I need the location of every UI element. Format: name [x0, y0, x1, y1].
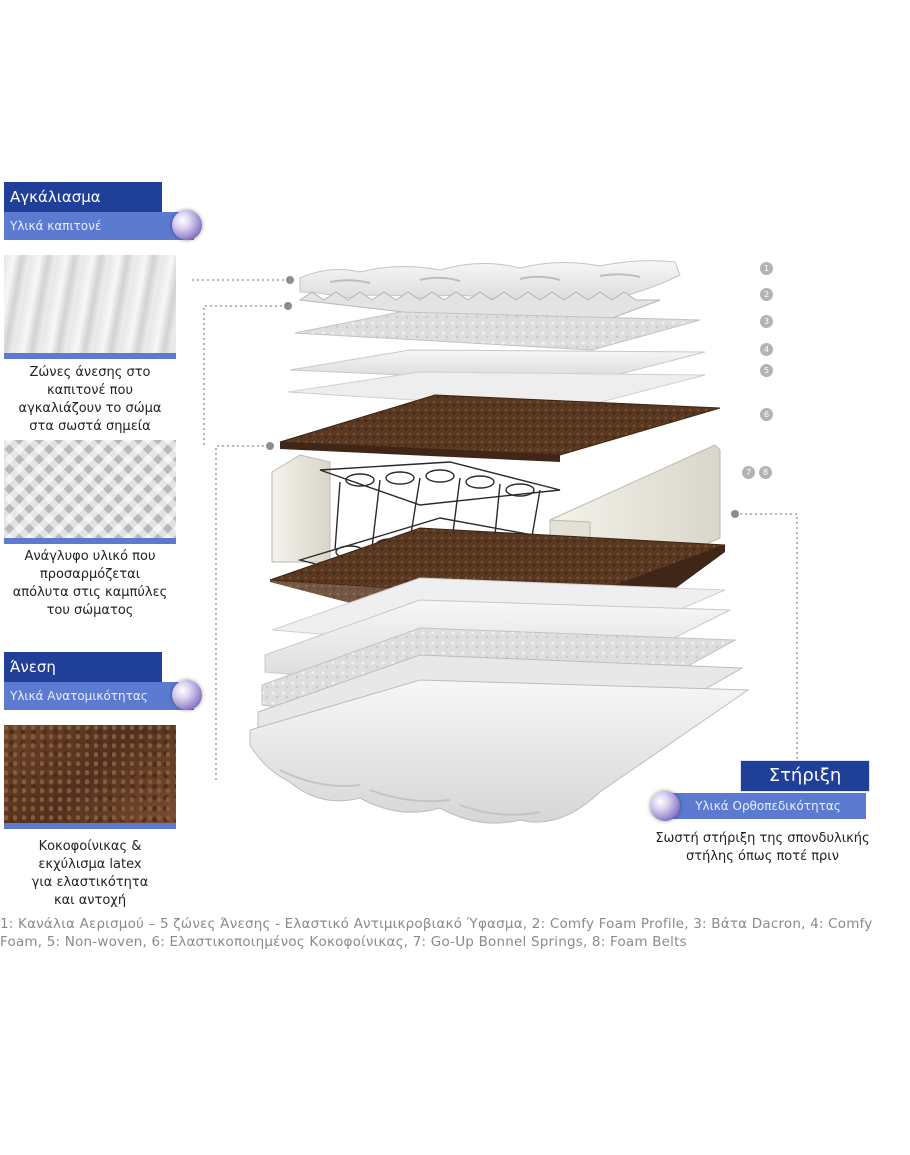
layer-quilted-fabric-bottom [249, 679, 750, 824]
panel-title: Στήριξη [740, 760, 870, 792]
swatch-quilted-fabric [4, 255, 176, 359]
swatch-description: Ανάγλυφο υλικό που προσαρμόζεται απόλυτα… [12, 549, 168, 618]
leader-dot [731, 510, 739, 518]
layer-number-7: 7 [742, 466, 755, 479]
layer-number-5: 5 [760, 364, 773, 377]
panel-comfort-anatomy: Άνεση Υλικά Ανατομικότητας [4, 652, 202, 712]
panel-title: Άνεση [4, 652, 162, 682]
leader-lines [192, 279, 798, 780]
panel-support: Στήριξη Υλικά Ορθοπεδικότητας [650, 760, 890, 824]
layer-number-2: 2 [760, 288, 773, 301]
panel-subtitle: Υλικά Ανατομικότητας [4, 682, 194, 710]
purple-orb-icon [650, 791, 680, 821]
layer-number-4: 4 [760, 343, 773, 356]
swatch-coconut-fiber [4, 725, 176, 829]
panel-subtitle: Υλικά Ορθοπεδικότητας [670, 793, 866, 819]
panel-title: Αγκάλιασμα [4, 182, 162, 212]
leader-dot [284, 302, 292, 310]
layer-dacron [294, 311, 701, 351]
panel-subtitle: Υλικά καπιτονέ [4, 212, 194, 240]
layers-caption: 1: Κανάλια Αερισμού – 5 ζώνες Άνεσης - Ε… [0, 916, 873, 950]
leader-dot [286, 276, 294, 284]
leader-dot [266, 442, 274, 450]
support-description: Σωστή στήριξη της σπονδυλικής στήλης όπω… [655, 831, 870, 864]
swatch-description: Κοκοφοίνικας & εκχύλισμα latex για ελαστ… [31, 839, 149, 908]
layer-number-3: 3 [760, 315, 773, 328]
panel-comfort-hug: Αγκάλιασμα Υλικά καπιτονέ [4, 182, 202, 242]
purple-orb-icon [172, 680, 202, 710]
swatch-profile-foam [4, 440, 176, 544]
layer-number-1: 1 [760, 262, 773, 275]
layer-number-8: 8 [759, 466, 772, 479]
layer-coconut-top [279, 394, 721, 456]
layer-number-6: 6 [760, 408, 773, 421]
swatch-description: Ζώνες άνεσης στο καπιτονέ που αγκαλιάζου… [18, 365, 162, 434]
purple-orb-icon [172, 210, 202, 240]
